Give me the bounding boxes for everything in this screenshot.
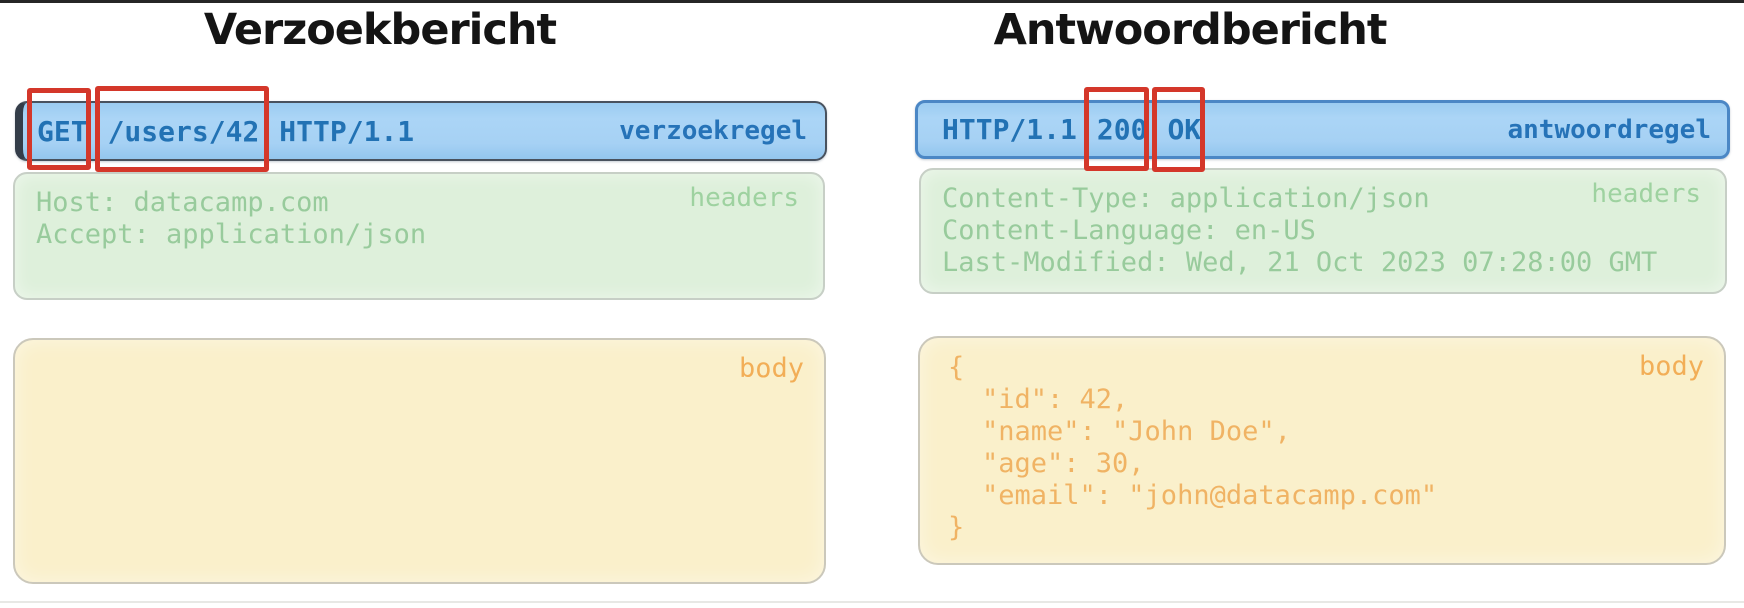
request-path-text: /users/42	[107, 114, 260, 148]
response-body-json-line: "name": "John Doe",	[982, 416, 1291, 447]
method-highlight-box	[27, 88, 91, 170]
response-body-json-line: }	[948, 512, 965, 543]
status-line-label: antwoordregel	[1507, 114, 1712, 145]
response-body-json-line: "age": 30,	[982, 448, 1145, 479]
response-headers-label: headers	[1591, 179, 1701, 209]
response-panel-title: Antwoordbericht	[993, 5, 1388, 55]
status-reason-text: OK	[1167, 113, 1202, 146]
request-header-line: Accept: application/json	[36, 219, 427, 250]
request-method-text: GET	[37, 114, 88, 148]
path-highlight-box	[95, 86, 269, 172]
request-header-line: Host: datacamp.com	[36, 187, 329, 218]
response-header-line: Content-Type: application/json	[942, 183, 1430, 214]
status-line-bar: HTTP/1.1 200 OK antwoordregel	[915, 100, 1730, 159]
request-headers-box: headers Host: datacamp.com Accept: appli…	[13, 172, 825, 300]
response-header-line: Content-Language: en-US	[942, 215, 1316, 246]
status-version-text: HTTP/1.1	[942, 113, 1077, 146]
request-body-label: body	[738, 353, 804, 384]
request-headers-label: headers	[689, 183, 799, 213]
response-body-json-line: "id": 42,	[982, 384, 1129, 415]
reason-phrase-highlight-box	[1152, 87, 1205, 172]
request-line-label: verzoekregel	[619, 116, 807, 146]
response-header-line: Last-Modified: Wed, 21 Oct 2023 07:28:00…	[942, 247, 1658, 278]
response-body-label: body	[1638, 351, 1704, 382]
response-body-json-line: {	[948, 352, 965, 383]
request-body-box: body	[13, 338, 826, 584]
response-headers-box: headers Content-Type: application/json C…	[919, 168, 1727, 294]
status-code-text: 200	[1096, 113, 1148, 146]
request-line-bar: GET /users/42 HTTP/1.1 verzoekregel	[15, 101, 827, 161]
top-edge-artifact	[0, 0, 1744, 3]
request-panel-title: Verzoekbericht	[203, 5, 557, 55]
response-body-json-line: "email": "john@datacamp.com"	[982, 480, 1438, 511]
bottom-edge-artifact	[0, 601, 1744, 603]
status-code-highlight-box	[1084, 87, 1149, 171]
request-version-text: HTTP/1.1	[279, 114, 415, 148]
response-body-box: body { "id": 42, "name": "John Doe", "ag…	[918, 336, 1726, 565]
